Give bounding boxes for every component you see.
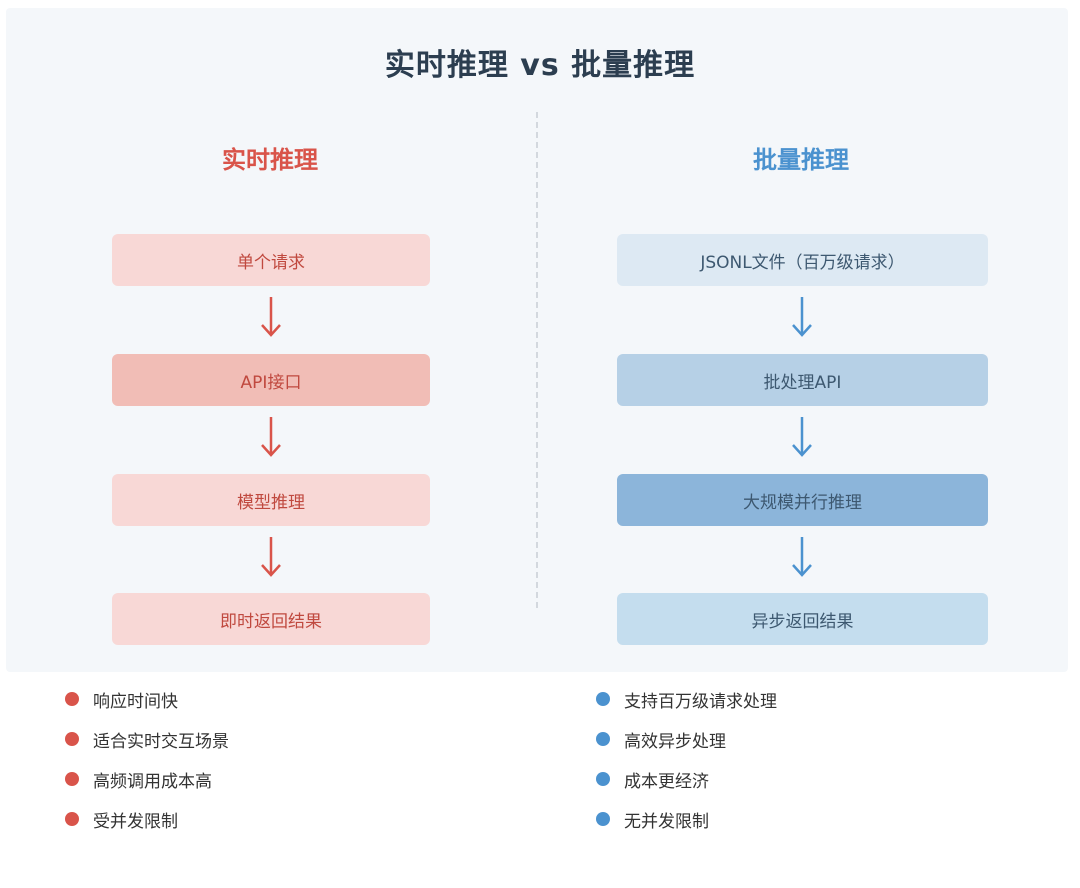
red-dot-icon: [65, 772, 79, 786]
realtime-arrow-1-icon: [261, 297, 281, 337]
batch-arrow-3-icon: [792, 537, 812, 577]
feature-text: 成本更经济: [624, 771, 709, 792]
red-dot-icon: [65, 812, 79, 826]
column-divider: [536, 112, 538, 608]
batch-feature-3: 成本更经济: [596, 767, 709, 792]
blue-dot-icon: [596, 772, 610, 786]
realtime-feature-2: 适合实时交互场景: [65, 727, 229, 752]
batch-step-3: 大规模并行推理: [617, 474, 988, 526]
blue-dot-icon: [596, 812, 610, 826]
batch-feature-1: 支持百万级请求处理: [596, 687, 777, 712]
batch-heading: 批量推理: [753, 146, 849, 174]
batch-arrow-2-icon: [792, 417, 812, 457]
realtime-feature-1: 响应时间快: [65, 687, 178, 712]
feature-text: 受并发限制: [93, 811, 178, 832]
batch-step-1: JSONL文件（百万级请求）: [617, 234, 988, 286]
realtime-arrow-2-icon: [261, 417, 281, 457]
realtime-arrow-3-icon: [261, 537, 281, 577]
realtime-step-2: API接口: [112, 354, 430, 406]
page-title: 实时推理 vs 批量推理: [384, 48, 696, 83]
feature-text: 响应时间快: [93, 691, 178, 712]
feature-text: 无并发限制: [624, 811, 709, 832]
batch-feature-4: 无并发限制: [596, 807, 709, 832]
red-dot-icon: [65, 732, 79, 746]
batch-step-2: 批处理API: [617, 354, 988, 406]
batch-feature-2: 高效异步处理: [596, 727, 726, 752]
blue-dot-icon: [596, 692, 610, 706]
feature-text: 适合实时交互场景: [93, 731, 229, 752]
realtime-step-4: 即时返回结果: [112, 593, 430, 645]
red-dot-icon: [65, 692, 79, 706]
feature-text: 高效异步处理: [624, 731, 726, 752]
realtime-step-3: 模型推理: [112, 474, 430, 526]
realtime-heading: 实时推理: [222, 146, 318, 174]
batch-arrow-1-icon: [792, 297, 812, 337]
feature-text: 高频调用成本高: [93, 771, 212, 792]
blue-dot-icon: [596, 732, 610, 746]
feature-text: 支持百万级请求处理: [624, 691, 777, 712]
realtime-feature-3: 高频调用成本高: [65, 767, 212, 792]
realtime-feature-4: 受并发限制: [65, 807, 178, 832]
realtime-step-1: 单个请求: [112, 234, 430, 286]
batch-step-4: 异步返回结果: [617, 593, 988, 645]
